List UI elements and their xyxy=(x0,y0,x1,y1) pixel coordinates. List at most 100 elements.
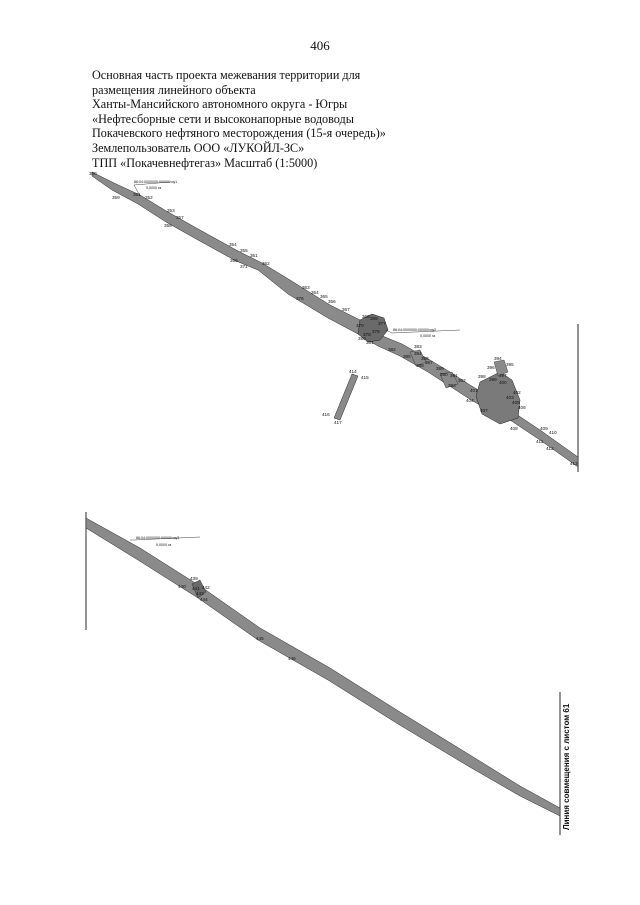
point-label: 408 xyxy=(510,426,518,431)
point-label: 380 xyxy=(358,336,366,341)
point-label: 397 xyxy=(499,373,507,378)
point-label: 395 xyxy=(506,362,514,367)
point-label: 354 xyxy=(229,242,237,247)
title-line: Основная часть проекта межевания террито… xyxy=(92,68,361,82)
match-line-label: Линия совмещения с листом 61 xyxy=(562,703,571,830)
point-label: 386 xyxy=(421,356,429,361)
point-label: 414 xyxy=(349,369,357,374)
parcel-label: 86:04:0000000:00000/чзу3 xyxy=(136,536,179,540)
corridor-strip-sheet-2 xyxy=(85,517,561,817)
point-label: 382 xyxy=(388,347,396,352)
point-label: 370 xyxy=(356,323,364,328)
area-label: 0,0000 га xyxy=(156,543,171,547)
point-label: 443 xyxy=(196,591,204,596)
title-line: Землепользователь ООО «ЛУКОЙЛ-ЗС» xyxy=(92,140,305,155)
point-label: 445 xyxy=(256,636,264,641)
point-label: 357 xyxy=(176,215,184,220)
leader-line xyxy=(133,184,141,197)
point-label: 377 xyxy=(378,321,386,326)
point-label: 384 xyxy=(414,351,422,356)
point-label: 364 xyxy=(311,290,319,295)
point-label: 350 xyxy=(89,171,97,176)
map-sheet-2: 86:04:0000000:00000/чзу3 0,0000 га 439 4… xyxy=(85,512,571,835)
point-label: 405 xyxy=(512,400,520,405)
point-label: 389 xyxy=(436,366,444,371)
point-label: 383 xyxy=(414,344,422,349)
point-label: 355 xyxy=(240,248,248,253)
parcel-label: 86:04:0000000:00000/чзу1 xyxy=(134,180,177,184)
corridor-strip xyxy=(91,171,579,468)
point-label: 369 xyxy=(370,316,378,321)
point-label: 356 xyxy=(230,258,238,263)
point-label: 367 xyxy=(342,307,350,312)
point-label: 359 xyxy=(112,195,120,200)
point-label: 396 xyxy=(487,365,495,370)
point-label: 379 xyxy=(372,329,380,334)
point-label: 385 xyxy=(403,354,411,359)
point-label: 393 xyxy=(448,383,456,388)
point-label: 413 xyxy=(570,461,578,466)
point-label: 394 xyxy=(494,356,502,361)
leader-line xyxy=(385,329,393,334)
spur-sheet-2 xyxy=(191,579,207,599)
area-label: 0,0000 га xyxy=(420,334,435,338)
spur-1 xyxy=(409,349,427,367)
point-label: 398 xyxy=(478,374,486,379)
point-label: 403 xyxy=(506,395,514,400)
map-sheet-1: 86:04:0000000:00000/чзу1 0,0000 га 86:04… xyxy=(89,171,579,472)
point-label: 390 xyxy=(440,372,448,377)
point-label: 409 xyxy=(540,426,548,431)
point-label: 415 xyxy=(361,375,369,380)
point-label: 368 xyxy=(362,314,370,319)
point-label: 352 xyxy=(145,195,153,200)
point-label: 402 xyxy=(513,390,521,395)
title-line: Ханты-Мансийского автономного округа - Ю… xyxy=(92,97,348,112)
point-label: 366 xyxy=(328,299,336,304)
point-label: 378 xyxy=(363,332,371,337)
point-label: 388 xyxy=(416,363,424,368)
point-label: 351 xyxy=(133,192,141,197)
point-label: 439 xyxy=(190,576,198,581)
title-block: Основная часть проекта межевания террито… xyxy=(92,68,512,170)
point-label: 358 xyxy=(164,223,172,228)
title-line: «Нефтесборные сети и высоконапорные водо… xyxy=(92,111,354,126)
branch-strip xyxy=(333,373,359,421)
point-label: 412 xyxy=(546,446,554,451)
title-line: Покачевского нефтяного месторождения (15… xyxy=(92,126,386,141)
point-label: 441 xyxy=(192,586,200,591)
point-label: 392 xyxy=(458,378,466,383)
point-label: 376 xyxy=(296,296,304,301)
point-label: 363 xyxy=(302,285,310,290)
point-label: 362 xyxy=(262,261,270,266)
point-label: 406 xyxy=(518,405,526,410)
point-label: 381 xyxy=(366,340,374,345)
point-label: 446 xyxy=(288,656,296,661)
parcel-cluster-right xyxy=(475,371,521,425)
point-label: 371 xyxy=(240,264,248,269)
point-label: 400 xyxy=(499,380,507,385)
point-label: 440 xyxy=(178,584,186,589)
title-line: размещения линейного объекта xyxy=(92,82,256,97)
point-label: 442 xyxy=(202,585,210,590)
point-label: 361 xyxy=(250,253,258,258)
point-label: 353 xyxy=(167,208,175,213)
point-label: 411 xyxy=(536,439,544,444)
point-label: 410 xyxy=(549,430,557,435)
point-label: 407 xyxy=(480,408,488,413)
point-label: 404 xyxy=(466,398,474,403)
page-number: 406 xyxy=(310,38,330,53)
leader-line xyxy=(391,329,461,334)
point-label: 365 xyxy=(320,294,328,299)
leader-line xyxy=(133,181,171,186)
parcel-cluster-center xyxy=(357,313,389,343)
leader-line xyxy=(133,536,201,541)
point-label: 416 xyxy=(322,412,330,417)
point-label: 391 xyxy=(450,373,458,378)
point-label: 401 xyxy=(470,388,478,393)
area-label: 0,0000 га xyxy=(146,186,161,190)
point-label: 399 xyxy=(489,377,497,382)
spur-2 xyxy=(439,371,459,389)
spur-3 xyxy=(493,359,509,377)
